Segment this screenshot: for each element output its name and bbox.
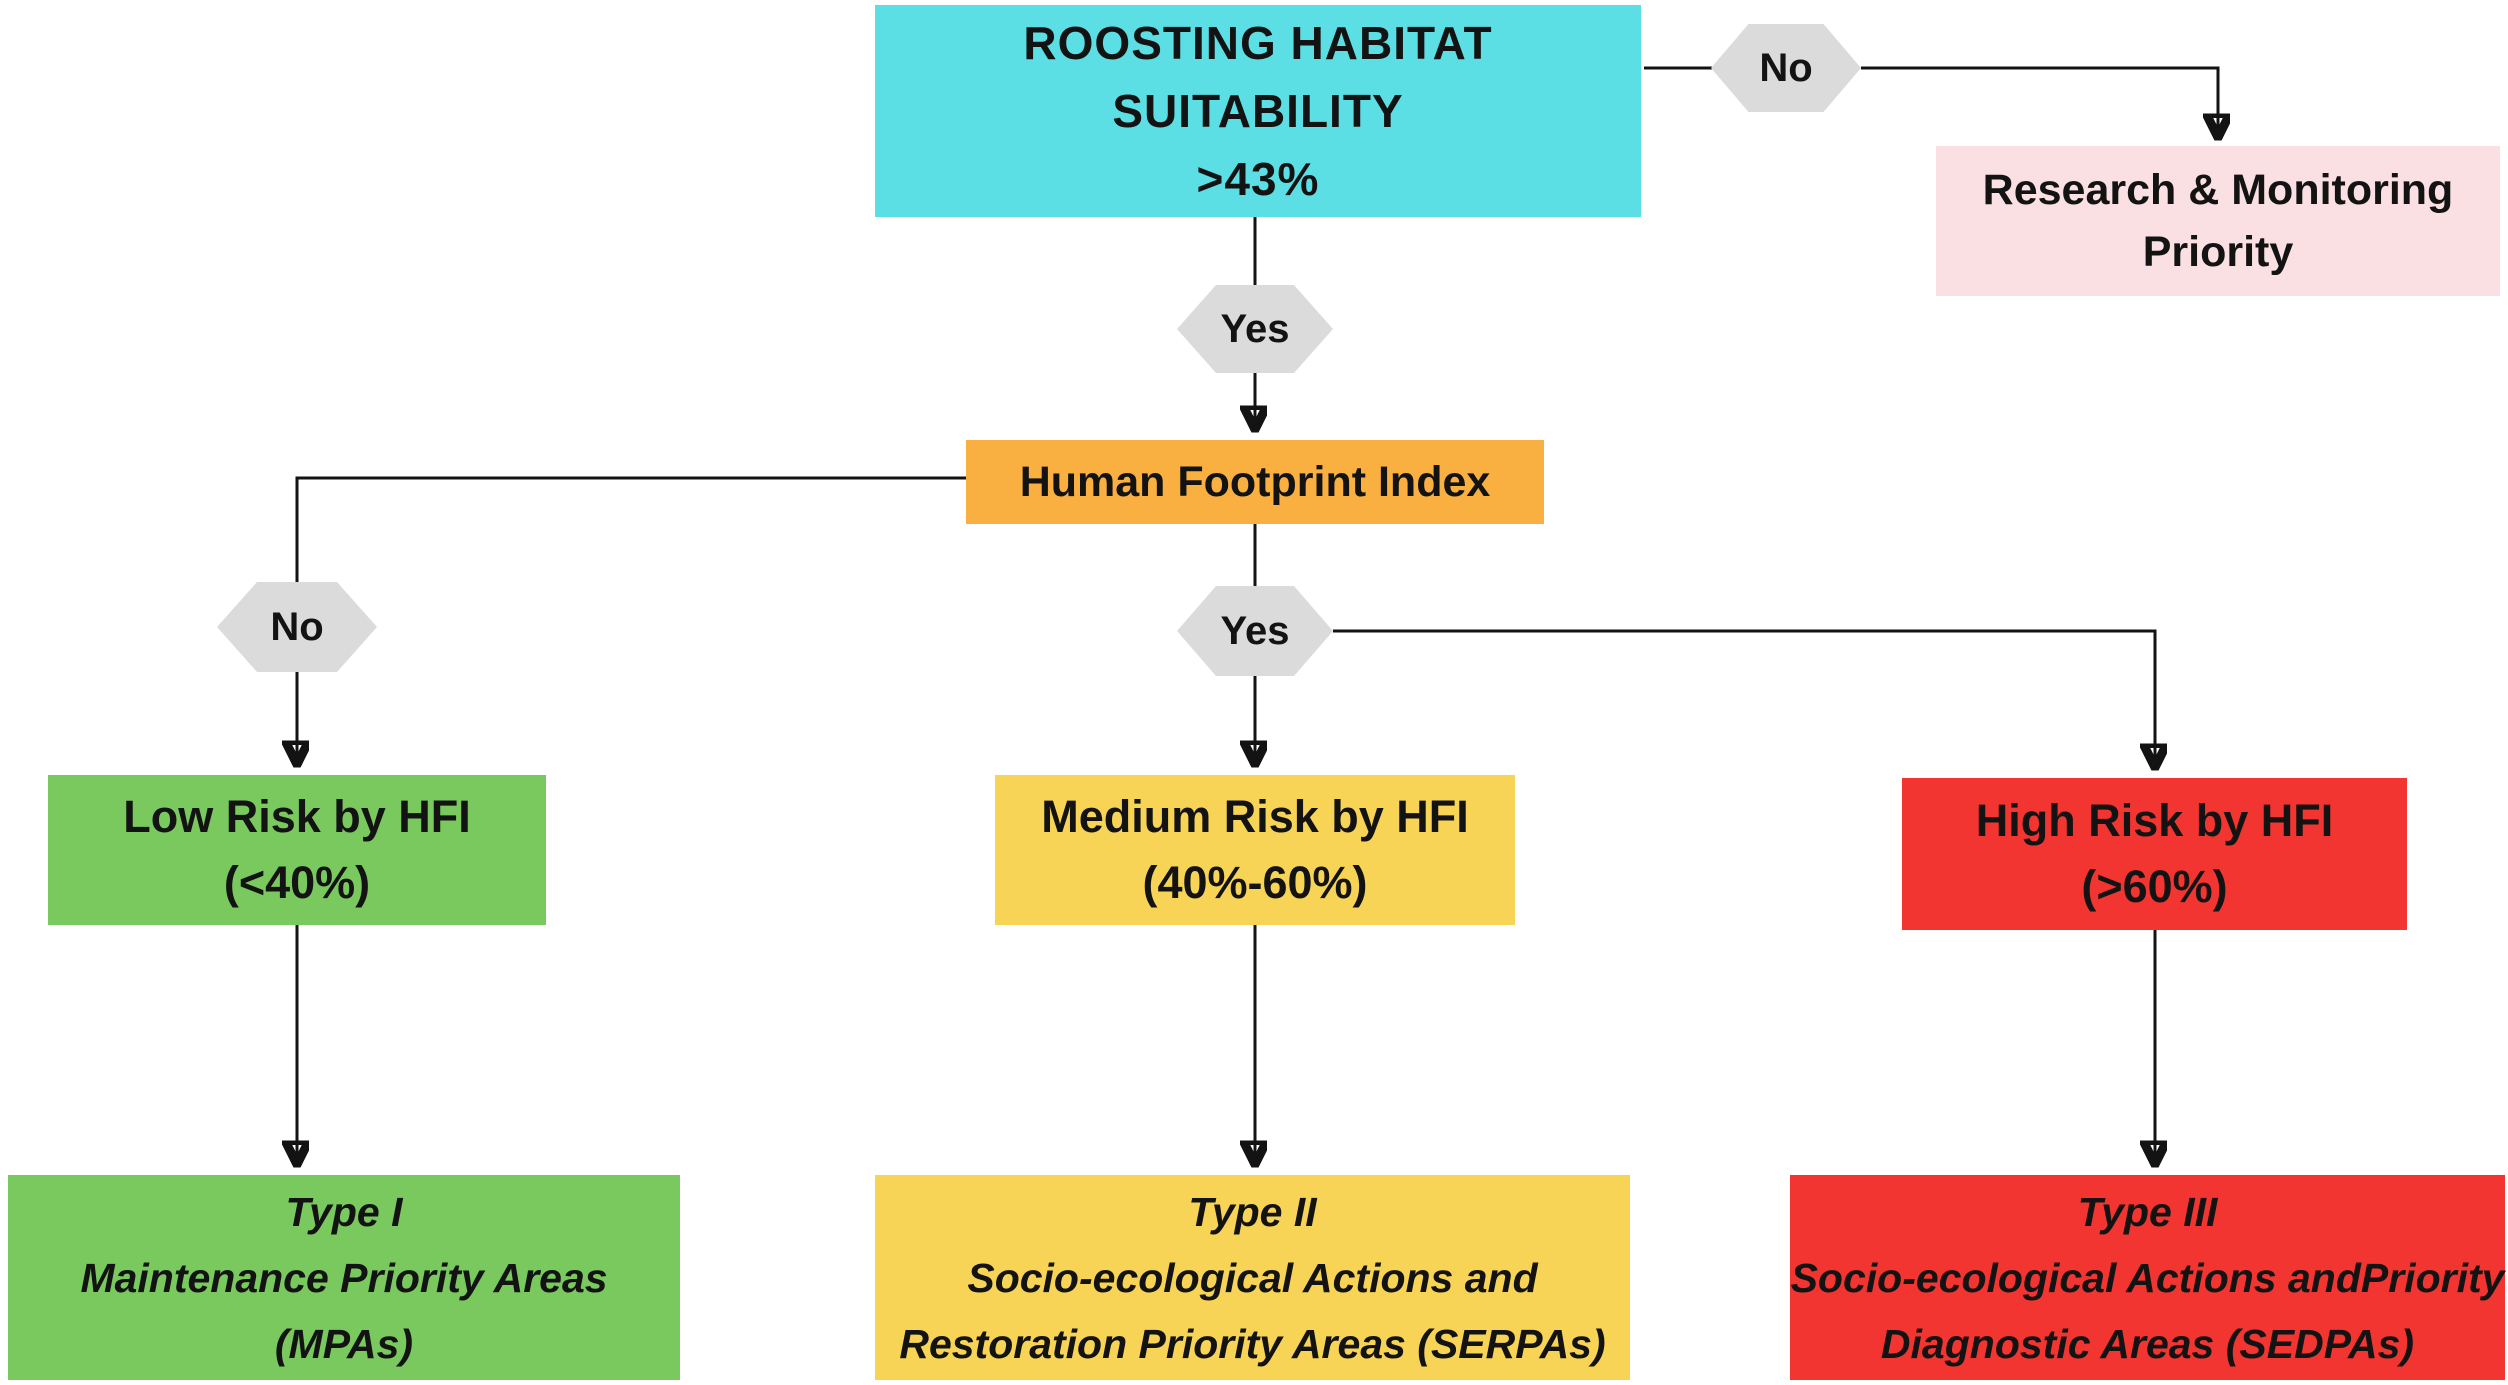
node-low-risk-hfi: Low Risk by HFI (<40%)	[48, 775, 546, 925]
decision-hexagon-yes-top: Yes	[1177, 285, 1333, 373]
low-risk-line-2: (<40%)	[223, 857, 371, 908]
decision-no-top-label: No	[1759, 45, 1813, 90]
type2-line-2: Socio-ecological Actions and	[967, 1254, 1538, 1301]
type3-line-2: Socio-ecological Actions andPriority	[1790, 1254, 2505, 1301]
decision-yes-middle-label: Yes	[1220, 608, 1290, 653]
connector-no-to-research	[1861, 66, 2218, 136]
decision-no-left-label: No	[270, 604, 324, 649]
node-medium-risk-hfi: Medium Risk by HFI (40%-60%)	[995, 775, 1515, 925]
type1-line-1: Type I	[285, 1188, 403, 1235]
type2-line-1: Type II	[1188, 1188, 1317, 1235]
decision-hexagon-no-left: No	[217, 582, 377, 672]
research-line-1: Research & Monitoring	[1982, 166, 2454, 214]
node-roosting-habitat-suitability: ROOSTING HABITAT SUITABILITY >43%	[875, 5, 1641, 217]
connector-hfi-to-no	[295, 476, 966, 583]
connector-yes-to-high-risk	[1333, 629, 2155, 766]
roosting-line-3: >43%	[1196, 153, 1320, 205]
node-high-risk-hfi: High Risk by HFI (>60%)	[1902, 778, 2407, 930]
type1-line-3: (MPAs)	[274, 1320, 414, 1367]
node-research-monitoring-priority: Research & Monitoring Priority	[1936, 146, 2500, 296]
low-risk-line-1: Low Risk by HFI	[123, 791, 471, 842]
medium-risk-line-1: Medium Risk by HFI	[1041, 791, 1469, 842]
decision-hexagon-yes-middle: Yes	[1177, 586, 1333, 676]
medium-risk-line-2: (40%-60%)	[1142, 857, 1368, 908]
node-type1-mpas: Type I Maintenance Priority Areas (MPAs)	[8, 1175, 680, 1380]
decision-hexagon-no-top: No	[1711, 24, 1861, 112]
type1-line-2: Maintenance Priority Areas	[80, 1254, 608, 1301]
type3-line-1: Type III	[2077, 1188, 2218, 1235]
node-type2-serpas: Type II Socio-ecological Actions and Res…	[875, 1175, 1630, 1380]
high-risk-line-2: (>60%)	[2081, 861, 2228, 912]
type3-line-3: Diagnostic Areas (SEDPAs)	[1880, 1320, 2415, 1367]
node-type3-sedpas: Type III Socio-ecological Actions andPri…	[1790, 1175, 2505, 1380]
hfi-label: Human Footprint Index	[1019, 458, 1491, 506]
type2-line-3: Restoration Priority Areas (SERPAs)	[899, 1320, 1606, 1367]
roosting-line-1: ROOSTING HABITAT	[1023, 17, 1493, 69]
high-risk-line-1: High Risk by HFI	[1975, 795, 2334, 846]
decision-yes-top-label: Yes	[1220, 306, 1290, 351]
node-human-footprint-index: Human Footprint Index	[966, 440, 1544, 524]
roosting-line-2: SUITABILITY	[1112, 85, 1404, 137]
research-line-2: Priority	[2142, 228, 2294, 276]
